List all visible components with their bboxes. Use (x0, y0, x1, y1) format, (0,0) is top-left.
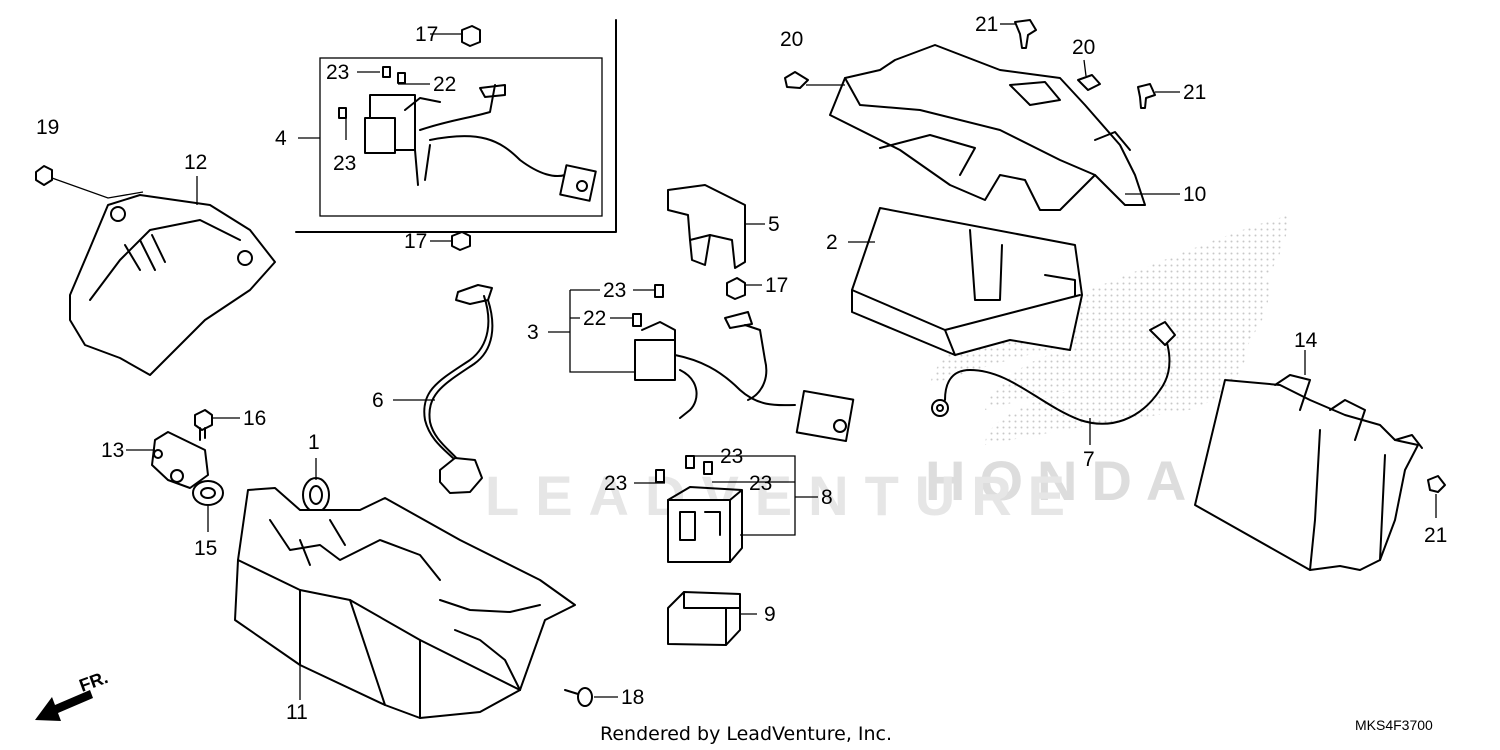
callout-14: 14 (1294, 329, 1318, 352)
callout-9: 9 (764, 603, 776, 626)
credit-text: Rendered by LeadVenture, Inc. (600, 723, 892, 745)
part-10-holder (829, 44, 1146, 211)
callout-6: 6 (372, 389, 384, 412)
callout-17-top: 17 (415, 23, 438, 46)
callout-7: 7 (1083, 448, 1095, 471)
diagram-code: MKS4F3700 (1355, 717, 1433, 733)
item-4-group-box (319, 57, 603, 217)
callout-20-right: 20 (1072, 36, 1095, 59)
part-21-clip-a (1014, 19, 1037, 49)
front-direction-arrow-icon (35, 690, 93, 721)
part-16-bolt (194, 409, 213, 441)
callout-2: 2 (826, 231, 838, 254)
callout-4: 4 (275, 127, 287, 150)
part-21-clip-b (1137, 83, 1156, 109)
callout-23-part3: 23 (603, 279, 626, 302)
callout-11: 11 (286, 701, 308, 724)
part-21-clip-c (1427, 475, 1446, 493)
part-5-cover (667, 184, 746, 269)
callout-23-inset-b: 23 (333, 152, 356, 175)
callout-21-right: 21 (1183, 81, 1206, 104)
callout-17-right: 17 (765, 274, 788, 297)
part-9-cover (667, 591, 741, 646)
part-1-grommet (302, 477, 330, 513)
part-11-battery-box (234, 487, 576, 719)
part-15-grommet (192, 480, 224, 506)
part-7-cable (931, 321, 1176, 425)
callout-3: 3 (527, 321, 539, 344)
callout-22-inset: 22 (433, 73, 456, 96)
brand-watermark: HONDA (925, 449, 1200, 512)
inset-border (295, 19, 617, 233)
part-17-bolt-b (451, 231, 471, 251)
callout-17-mid: 17 (404, 230, 427, 253)
callout-23-part8-a: 23 (720, 445, 743, 468)
callout-8: 8 (821, 486, 833, 509)
part-18-screw (564, 687, 593, 707)
callout-13: 13 (101, 439, 124, 462)
callout-16: 16 (243, 407, 266, 430)
leader-lines (51, 23, 1437, 700)
part-17-bolt-a (461, 25, 481, 47)
callout-21-bottom: 21 (1424, 524, 1447, 547)
part-20-clip-a (784, 71, 809, 89)
callout-12: 12 (184, 151, 207, 174)
callout-19: 19 (36, 116, 59, 139)
part-13-stay (151, 431, 209, 489)
callout-22-part3: 22 (583, 307, 606, 330)
part-8-relay (655, 455, 743, 563)
callout-15: 15 (194, 537, 217, 560)
part-20-clip-b (1077, 74, 1101, 91)
callout-23-part8-c: 23 (749, 472, 772, 495)
callout-23-part8-b: 23 (604, 472, 627, 495)
leadventure-watermark: LEADVENTURE (485, 464, 1081, 527)
part-19-bolt (35, 165, 53, 186)
callout-20-left: 20 (780, 28, 803, 51)
part-6-cable (423, 284, 494, 494)
part-2-battery (851, 207, 1083, 356)
front-arrow-label: FR. (77, 667, 111, 696)
callout-1: 1 (308, 431, 320, 454)
callout-21-top: 21 (975, 13, 998, 36)
callout-5: 5 (768, 213, 780, 236)
part-4-harness (338, 66, 597, 202)
part-12-bracket (69, 194, 276, 376)
part-14-cover (1194, 374, 1423, 571)
callout-10: 10 (1183, 183, 1206, 206)
part-17-bolt-c (726, 277, 746, 300)
part-3-harness (632, 284, 855, 443)
callout-23-inset-a: 23 (326, 61, 349, 84)
callout-18: 18 (621, 686, 644, 709)
